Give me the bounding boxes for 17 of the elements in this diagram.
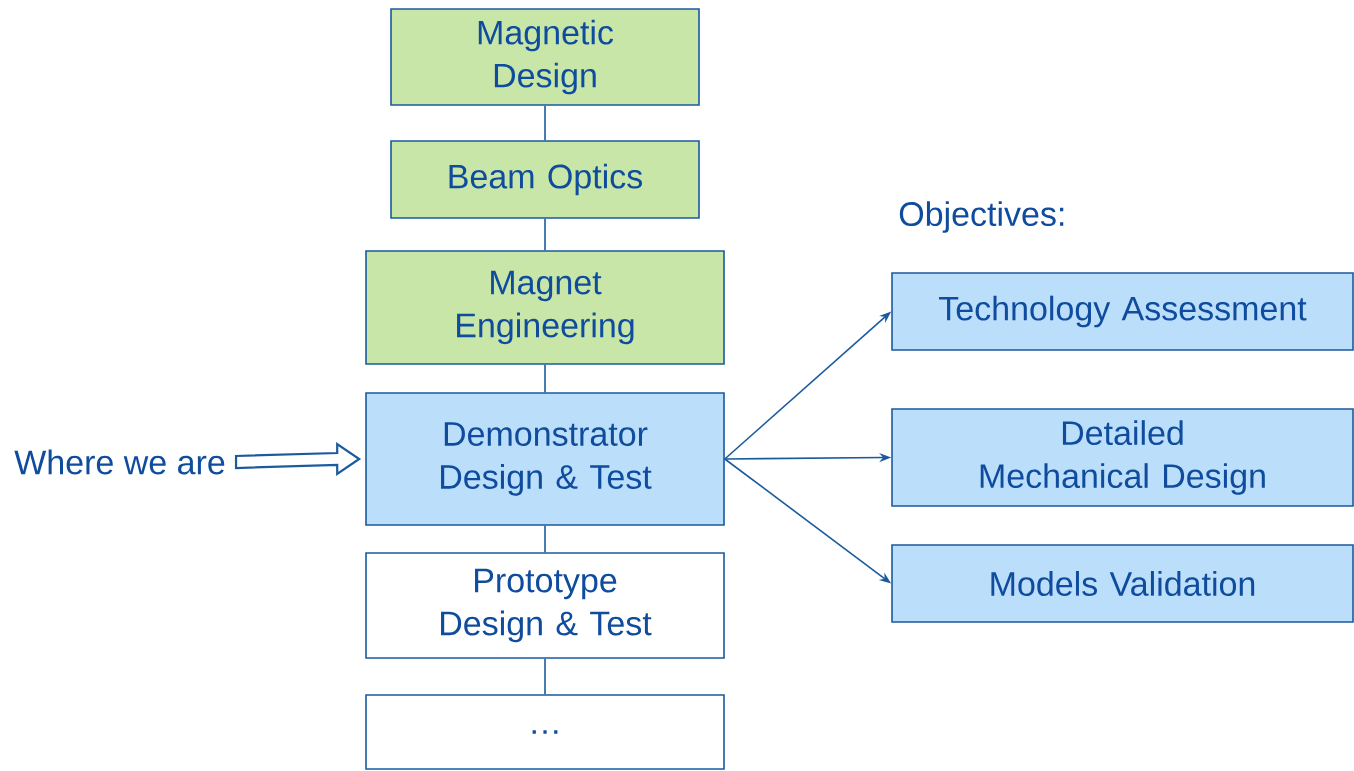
- connector-line: [544, 525, 546, 553]
- connector-line: [544, 218, 546, 251]
- process-box: Models Validation: [891, 544, 1354, 623]
- connector-line: [544, 364, 546, 393]
- process-box: …: [365, 694, 725, 770]
- heading: Objectives:: [899, 201, 1064, 233]
- connector-line: [544, 105, 546, 141]
- process-box: Technology Assessment: [891, 272, 1354, 351]
- block-arrow: [234, 441, 362, 477]
- process-box: Demonstrator Design & Test: [365, 392, 725, 526]
- process-box: Magnetic Design: [390, 8, 700, 106]
- side-label: Where we are: [14, 449, 225, 475]
- process-box: Beam Optics: [390, 140, 700, 219]
- process-box: Magnet Engineering: [365, 250, 725, 365]
- connector-line: [544, 658, 546, 695]
- process-box: Detailed Mechanical Design: [891, 408, 1354, 507]
- process-box: Prototype Design & Test: [365, 552, 725, 659]
